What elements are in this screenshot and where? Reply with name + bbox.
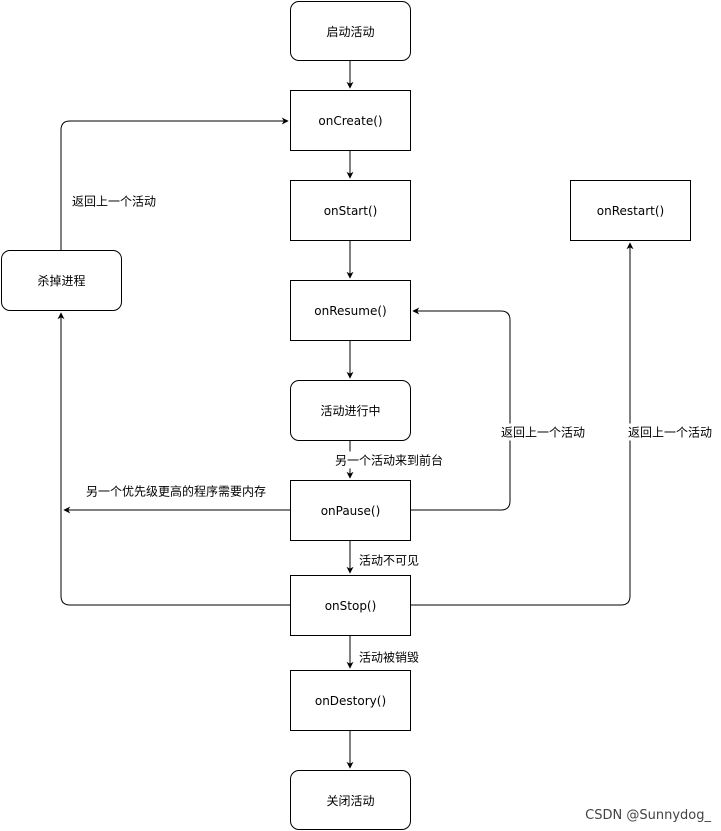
node-onstop: onStop() (290, 575, 411, 636)
edge-onpause-to-onresume (411, 307, 511, 511)
node-kill-process-label: 杀掉进程 (37, 274, 86, 288)
edge-label-return-to-onresume: 返回上一个活动 (498, 423, 588, 441)
node-activity-running-label: 活动进行中 (320, 404, 381, 418)
node-onrestart: onRestart() (570, 180, 691, 241)
node-oncreate-label: onCreate() (318, 113, 383, 128)
node-start-activity-label: 启动活动 (326, 24, 375, 39)
node-close-activity: 关闭活动 (290, 770, 411, 830)
node-onpause: onPause() (290, 480, 411, 541)
node-activity-running: 活动进行中 (290, 380, 411, 441)
watermark-text: CSDN @Sunnydog_ (585, 808, 711, 823)
node-onresume: onResume() (290, 280, 411, 341)
edge-onstop-to-kill (57, 312, 290, 606)
edge-label-activity-invisible: 活动不可见 (357, 551, 422, 569)
edge-label-activity-destroyed: 活动被销毁 (357, 648, 422, 666)
node-onstop-label: onStop() (324, 598, 377, 613)
node-ondestory-label: onDestory() (314, 693, 387, 708)
edge-label-return-to-oncreate: 返回上一个活动 (70, 192, 159, 210)
node-onresume-label: onResume() (314, 303, 387, 318)
node-kill-process: 杀掉进程 (1, 250, 122, 311)
node-onpause-label: onPause() (320, 503, 381, 518)
node-onrestart-label: onRestart() (596, 203, 665, 218)
node-onstart: onStart() (290, 180, 411, 241)
node-start-activity: 启动活动 (290, 1, 411, 61)
node-ondestory: onDestory() (290, 670, 411, 731)
node-oncreate: onCreate() (290, 90, 411, 151)
edge-label-another-activity-foreground: 另一个活动来到前台 (333, 451, 446, 469)
node-onstart-label: onStart() (323, 203, 378, 218)
node-close-activity-label: 关闭活动 (326, 793, 375, 808)
edge-kill-to-oncreate (60, 117, 289, 250)
edge-label-higher-priority: 另一个优先级更高的程序需要内存 (83, 482, 269, 500)
edge-label-return-to-onrestart: 返回上一个活动 (625, 423, 715, 441)
edge-onstop-to-onrestart (411, 242, 634, 606)
